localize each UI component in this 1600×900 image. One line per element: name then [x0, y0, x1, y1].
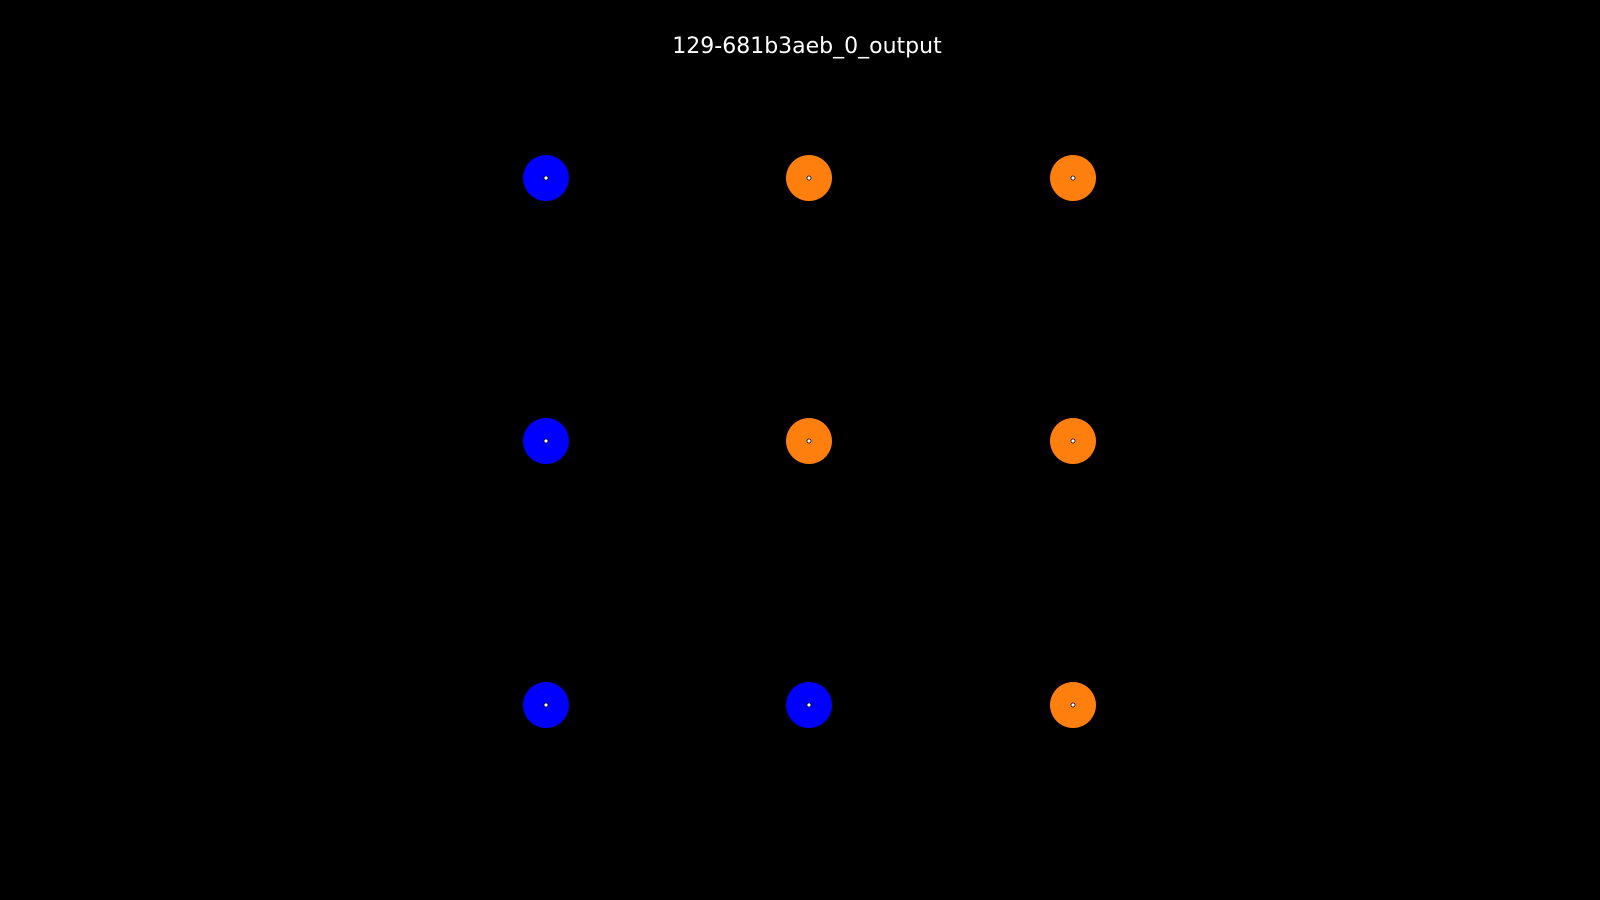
grid-node-r1-c1 — [786, 418, 832, 464]
node-center-dot — [543, 438, 549, 444]
node-center-dot — [1070, 702, 1076, 708]
grid-node-r1-c2 — [1050, 418, 1096, 464]
grid-node-r0-c1 — [786, 155, 832, 201]
grid-node-r2-c0 — [523, 682, 569, 728]
node-center-dot — [543, 702, 549, 708]
node-center-dot — [543, 175, 549, 181]
grid-node-r2-c2 — [1050, 682, 1096, 728]
grid-node-r0-c2 — [1050, 155, 1096, 201]
node-center-dot — [1070, 438, 1076, 444]
node-center-dot — [806, 438, 812, 444]
diagram-title: 129-681b3aeb_0_output — [672, 34, 942, 59]
node-center-dot — [806, 175, 812, 181]
node-center-dot — [1070, 175, 1076, 181]
grid-node-r0-c0 — [523, 155, 569, 201]
grid-node-r2-c1 — [786, 682, 832, 728]
node-center-dot — [806, 702, 812, 708]
grid-node-r1-c0 — [523, 418, 569, 464]
